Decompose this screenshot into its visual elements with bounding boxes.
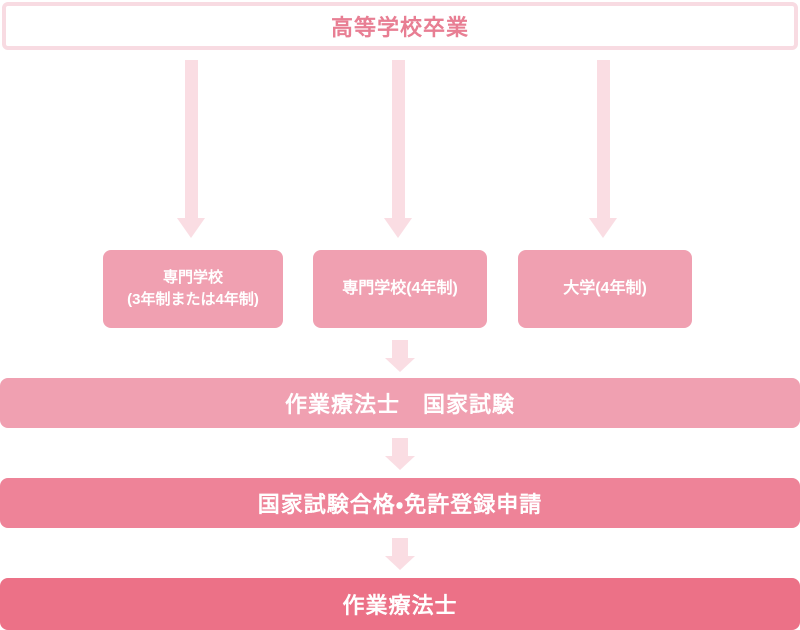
arrow-head-icon	[384, 218, 412, 238]
final-bar-label: 作業療法士	[342, 593, 458, 618]
school-node-label: 大学(4年制)	[563, 280, 647, 297]
down-arrow-to-school-2	[384, 60, 412, 238]
down-arrow-to-school-1	[177, 60, 205, 238]
arrow-head-icon	[385, 358, 415, 372]
down-arrow-to-occupational-therapist	[385, 538, 415, 570]
arrow-shaft	[392, 438, 408, 456]
step-bar-exam-pass-license-registration: 国家試験合格・免許登録申請	[0, 478, 800, 528]
school-node-label: 専門学校(4年制)	[342, 280, 458, 297]
arrow-head-icon	[385, 456, 415, 470]
start-node-label: 高等学校卒業	[330, 15, 469, 40]
arrow-shaft	[391, 60, 405, 218]
school-node-university-4yr: 大学(4年制)	[518, 250, 692, 328]
school-node-label: 専門学校 (3年制または4年制)	[127, 268, 259, 309]
down-arrow-to-license-registration	[385, 438, 415, 470]
arrow-head-icon	[177, 218, 205, 238]
arrow-shaft	[392, 340, 408, 358]
school-node-vocational-3or4yr: 専門学校 (3年制または4年制)	[103, 250, 283, 328]
step-bar-label: 国家試験合格・免許登録申請	[257, 492, 543, 517]
final-bar-occupational-therapist: 作業療法士	[0, 578, 800, 630]
step-bar-label: 作業療法士 国家試験	[284, 392, 515, 417]
step-bar-national-exam: 作業療法士 国家試験	[0, 378, 800, 428]
school-node-vocational-4yr: 専門学校(4年制)	[313, 250, 487, 328]
start-node-high-school-graduation: 高等学校卒業	[2, 2, 798, 50]
arrow-head-icon	[385, 556, 415, 570]
down-arrow-to-national-exam	[385, 340, 415, 372]
arrow-shaft	[184, 60, 198, 218]
arrow-shaft	[596, 60, 610, 218]
arrow-shaft	[392, 538, 408, 556]
arrow-head-icon	[589, 218, 617, 238]
down-arrow-to-school-3	[589, 60, 617, 238]
